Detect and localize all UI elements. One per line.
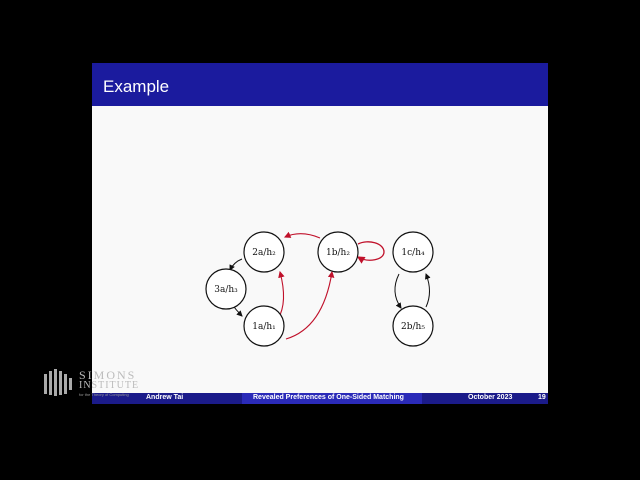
node-label: 2a/h₂	[252, 248, 276, 258]
footer-author: Andrew Tai	[146, 394, 184, 401]
node-label: 2b/h₅	[401, 322, 425, 332]
node-label: 1a/h₁	[252, 322, 276, 332]
footer-title-box	[242, 393, 422, 404]
edge-1c-to-2b	[394, 273, 402, 309]
graph-node: 1a/h₁	[243, 305, 285, 347]
graph-node: 2b/h₅	[392, 305, 434, 347]
logo-word-institute: INSTITUTE	[79, 380, 140, 391]
edge-1b-to-2a	[283, 231, 321, 239]
graph-node: 2a/h₂	[243, 231, 285, 273]
graph-node: 3a/h₃	[205, 268, 247, 310]
footer-date: October 2023	[468, 394, 513, 401]
edge-1b-self-loop	[356, 241, 385, 264]
simons-institute-logo: SIMONS INSTITUTE for the Theory of Compu…	[42, 368, 152, 402]
graph-diagram: 2a/h₂ 1b/h₂ 1c/h₄ 3a/h₃ 1a/h₁ 2b/h₅	[205, 231, 434, 347]
graph-node: 1c/h₄	[392, 231, 434, 273]
graph-node: 1b/h₂	[317, 231, 359, 273]
footer-page-number: 19	[538, 394, 546, 401]
edge-1a-to-1b	[285, 270, 335, 340]
slide: Example 2a/h₂ 1b/h₂ 1	[92, 63, 548, 404]
logo-tagline: for the Theory of Computing	[79, 392, 129, 397]
logo-word-simons: SIMONS	[79, 368, 137, 382]
logo-mark-icon	[44, 369, 72, 396]
title-bar: Example	[92, 63, 548, 106]
footer-talk-title: Revealed Preferences of One-Sided Matchi…	[253, 394, 404, 401]
node-label: 1c/h₄	[401, 248, 425, 258]
edge-2a-to-3a	[229, 258, 243, 271]
node-label: 1b/h₂	[326, 248, 350, 258]
slide-title: Example	[103, 77, 170, 96]
node-label: 3a/h₃	[214, 285, 238, 295]
edge-2b-to-1c	[425, 273, 431, 308]
footer-bar: Andrew Tai Revealed Preferences of One-S…	[92, 393, 548, 404]
